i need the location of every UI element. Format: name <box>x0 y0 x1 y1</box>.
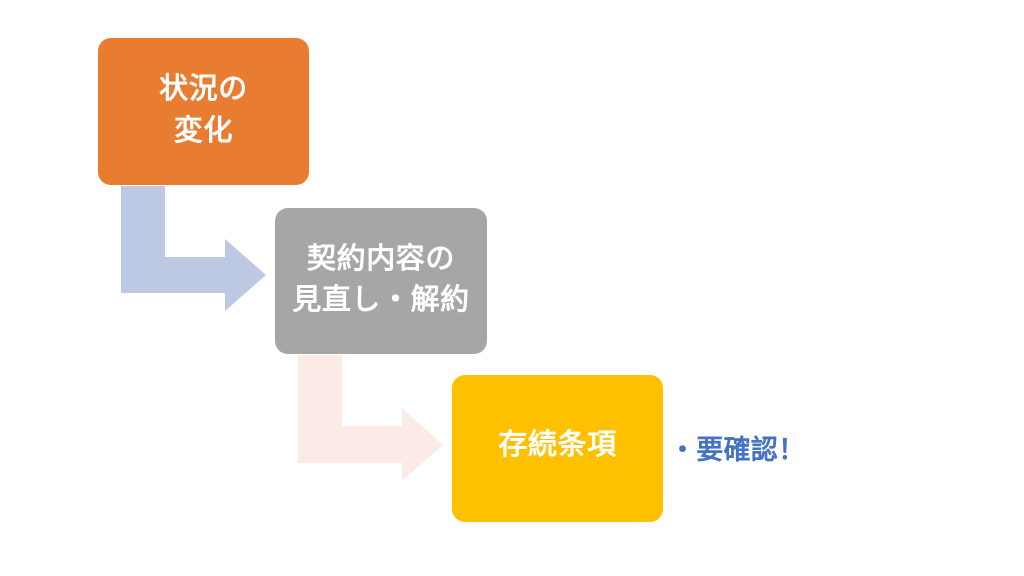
bent-arrow-shape <box>121 186 266 311</box>
bent-arrow-shape <box>298 355 443 481</box>
connector-situation-to-contract-arrow <box>121 186 266 311</box>
connector-contract-to-survival-arrow <box>298 355 443 481</box>
node-contract-review[interactable]: 契約内容の 見直し・解約 <box>275 208 487 354</box>
node-situation-change[interactable]: 状況の 変化 <box>98 38 309 185</box>
node-surviving-provisions[interactable]: 存続条項 <box>452 375 663 522</box>
annotation-needs-confirmation: ・要確認！ <box>669 435 806 465</box>
